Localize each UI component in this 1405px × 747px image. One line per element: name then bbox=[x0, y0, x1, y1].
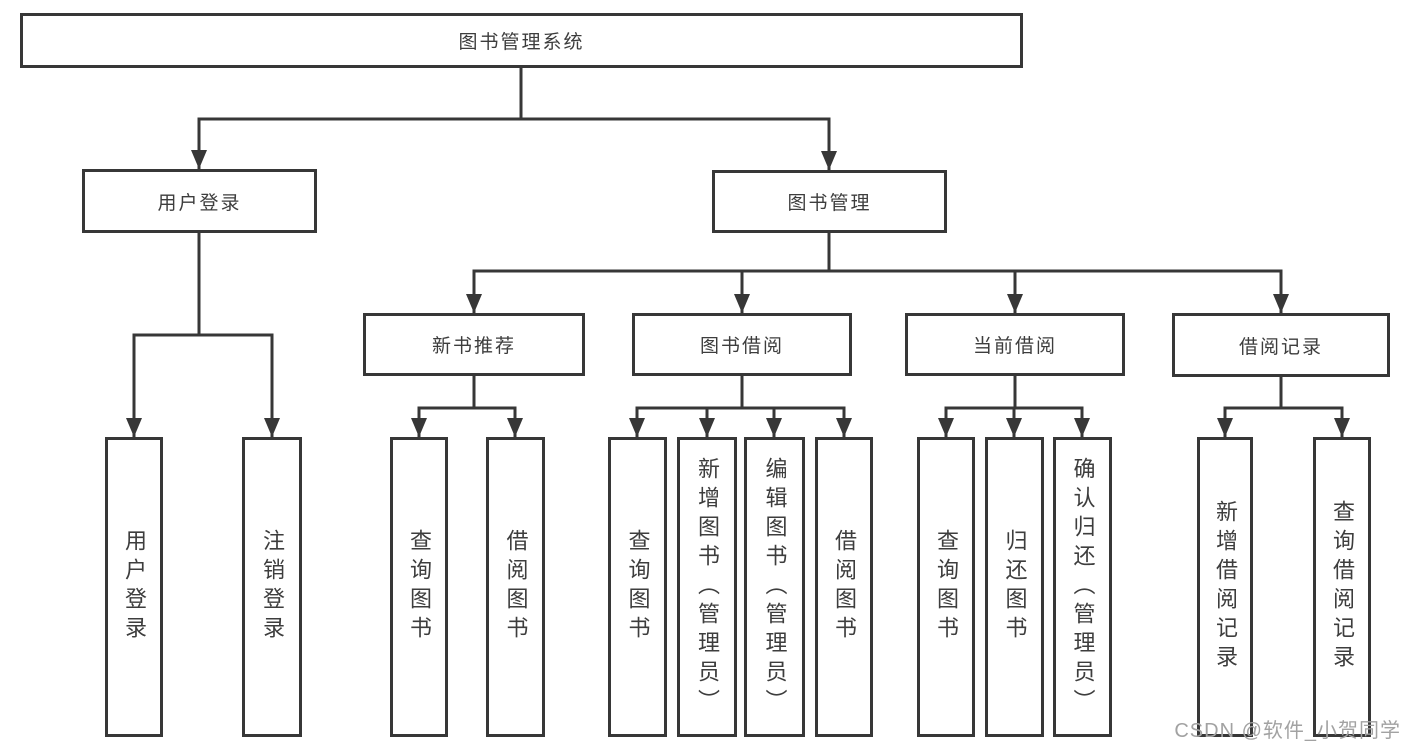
node-library-management-system: 图书管理系统 bbox=[20, 13, 1023, 68]
node-confirm-return-admin: 确认归还（管理员） bbox=[1053, 437, 1112, 737]
node-add-borrow-record: 新增借阅记录 bbox=[1197, 437, 1253, 737]
node-logout-leaf: 注销登录 bbox=[242, 437, 302, 737]
node-edit-book-admin: 编辑图书（管理员） bbox=[744, 437, 805, 737]
node-borrow-books-2: 借阅图书 bbox=[815, 437, 873, 737]
node-book-borrow: 图书借阅 bbox=[632, 313, 852, 376]
node-user-login: 用户登录 bbox=[82, 169, 317, 233]
node-query-books-2: 查询图书 bbox=[608, 437, 667, 737]
node-query-borrow-record: 查询借阅记录 bbox=[1313, 437, 1371, 737]
node-borrow-records: 借阅记录 bbox=[1172, 313, 1390, 377]
node-query-books-1: 查询图书 bbox=[390, 437, 448, 737]
node-new-book-recommend: 新书推荐 bbox=[363, 313, 585, 376]
node-book-management: 图书管理 bbox=[712, 170, 947, 233]
node-return-book: 归还图书 bbox=[985, 437, 1044, 737]
node-current-borrow: 当前借阅 bbox=[905, 313, 1125, 376]
node-add-book-admin: 新增图书（管理员） bbox=[677, 437, 737, 737]
node-user-login-leaf: 用户登录 bbox=[105, 437, 163, 737]
watermark: CSDN @软件_小贺同学 bbox=[1174, 720, 1401, 742]
node-borrow-books-1: 借阅图书 bbox=[486, 437, 545, 737]
node-query-books-3: 查询图书 bbox=[917, 437, 975, 737]
